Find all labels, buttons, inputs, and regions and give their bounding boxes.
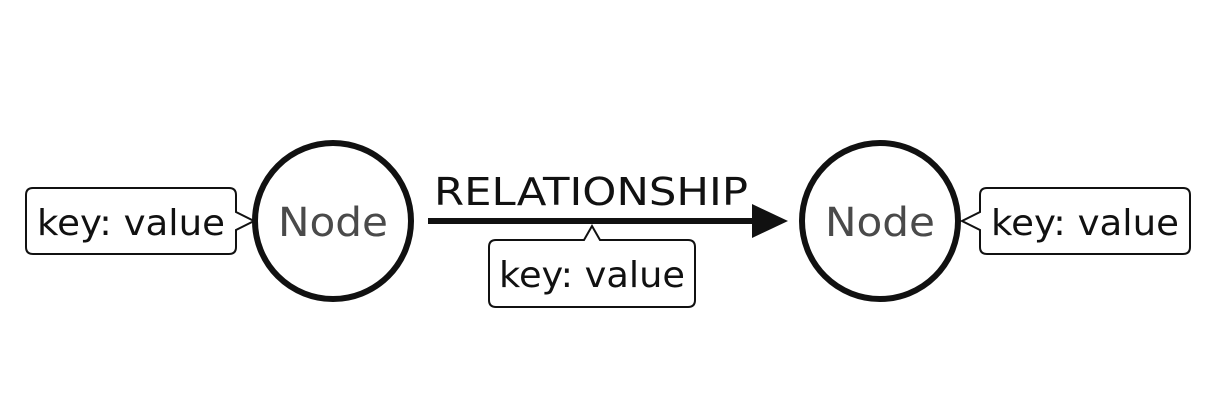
relationship-label: RELATIONSHIP — [434, 170, 748, 214]
start-node-property-box — [25, 187, 257, 255]
end-node-property-box — [959, 187, 1191, 255]
start-node[interactable]: Node — [252, 140, 414, 302]
end-node-circle — [799, 140, 961, 302]
relationship-property-box — [488, 223, 696, 308]
start-node-circle — [252, 140, 414, 302]
end-node[interactable]: Node — [799, 140, 961, 302]
arrow-head-icon — [752, 204, 788, 238]
start-node-property-callout: key: value — [25, 187, 257, 255]
relationship-property-text: key: value — [499, 255, 685, 296]
relationship-arrow[interactable] — [428, 204, 788, 238]
end-node-property-callout: key: value — [959, 187, 1191, 255]
start-node-label: Node — [278, 200, 388, 246]
end-node-property-text: key: value — [991, 203, 1179, 244]
start-node-property-text: key: value — [37, 203, 225, 244]
relationship-property-callout: key: value — [488, 223, 696, 308]
end-node-label: Node — [825, 200, 935, 246]
